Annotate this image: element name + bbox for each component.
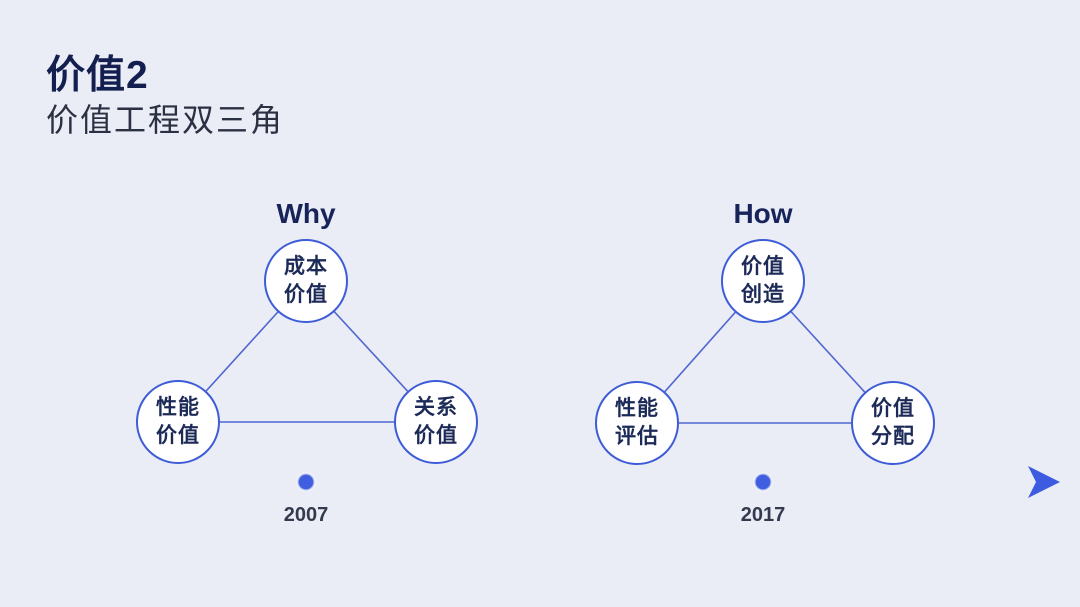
page-subtitle: 价值工程双三角 [46, 102, 285, 138]
why-heading: Why [276, 198, 336, 229]
why-node-relation-value: 关系 价值 [394, 380, 478, 464]
how-node-performance-evaluation: 性能 评估 [595, 381, 679, 465]
year-label-2007: 2007 [283, 504, 329, 526]
page-title: 价值2 [46, 54, 149, 97]
how-node-value-distribution: 价值 分配 [851, 381, 935, 465]
how-node-value-creation: 价值 创造 [721, 239, 805, 323]
timeline-arrowhead-icon [1028, 466, 1060, 498]
why-node-performance-value: 性能 价值 [136, 380, 220, 464]
how-heading: How [733, 198, 793, 229]
timeline-dot-2007 [296, 472, 316, 492]
year-label-2017: 2017 [740, 504, 786, 526]
timeline-dot-2017 [753, 472, 773, 492]
why-node-cost-value: 成本 价值 [264, 239, 348, 323]
